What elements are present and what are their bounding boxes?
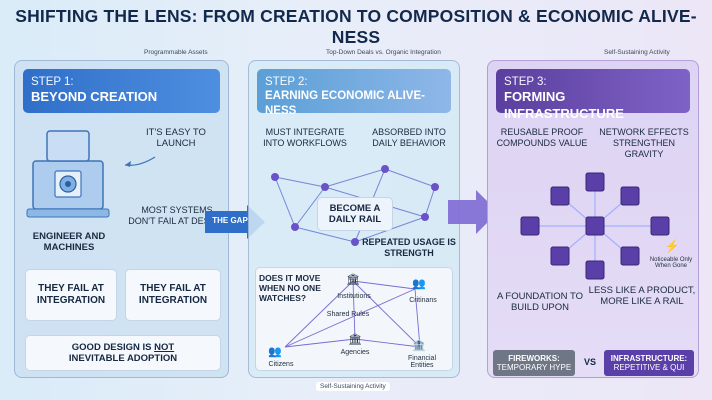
noticeable-text: Noticeable Only When Gone [649,257,693,269]
vs-label: VS [583,357,596,367]
tag-top-down-deals: Top-Down Deals vs. Organic Integration [326,49,441,56]
critinans-icon: 👥 [412,278,426,290]
infrastructure-title: INFRASTRUCTURE: [610,354,688,363]
step2-header: STEP 2: EARNING ECONOMIC ALIVE-NESS [257,69,451,117]
tag-programmable-assets: Programmable Assets [144,49,208,56]
step3-label: STEP 3: [504,76,547,88]
must-integrate-text: MUST INTEGRATE INTO WORKFLOWS [263,127,347,148]
infrastructure-box: INFRASTRUCTURE: REPETITIVE & QUI [604,350,694,376]
financial-icon: 🏦 [412,340,426,352]
institutions-icon: 🏛 [346,274,360,286]
good-design-text-c: INEVITABLE ADOPTION [68,353,178,364]
citizens-label: Citizens [268,361,294,368]
agencies-label: Agencies [340,349,370,356]
become-a-text: BECOME A [329,202,381,214]
network-effects-text: NETWORK EFFECTS STRENGTHEN GRAVITY [599,127,689,159]
agencies-icon: 🏛 [348,334,362,346]
systems-dont-fail-text: MOST SYSTEMS DON'T FAIL AT DESIGN [128,205,226,226]
step1-panel: STEP 1: BEYOND CREATION IT'S EASY TO LAU… [14,60,229,378]
step3-header: STEP 3: FORMING INFRASTRUCTURE [496,69,690,121]
institutions-label: Institutions [337,293,371,300]
move-question-text: DOES IT MOVE WHEN NO ONE WATCHES? [259,273,321,304]
cube-lattice [520,172,670,280]
step2-label: STEP 2: [265,76,308,88]
reusable-proof-text: REUSABLE PROOF COMPOUNDS VALUE [496,127,588,148]
daily-rail-text: DAILY RAIL [328,214,382,225]
page-title: SHIFTING THE LENS: FROM CREATION TO COMP… [15,6,697,47]
step2-panel: STEP 2: EARNING ECONOMIC ALIVE-NESS MUST… [248,60,460,378]
engineer-machines-text: ENGINEER AND MACHINES [32,231,106,254]
good-design-text-a: GOOD DESIGN IS [71,341,155,353]
step3-arrow [448,190,498,234]
step1-heading: BEYOND CREATION [31,89,158,105]
tag-self-sustaining: Self-Sustaining Activity [604,49,670,56]
citizens-icon: 👥 [268,346,282,358]
tag-self-sustaining-bottom: Self-Sustaining Activity [316,382,390,391]
step3-heading: FORMING INFRASTRUCTURE [504,89,624,121]
foundation-text: A FOUNDATION TO BUILD UPON [496,291,584,314]
repeated-usage-text: REPEATED USAGE IS STRENGTH [362,237,456,258]
arrow-left-icon [124,156,156,167]
fireworks-box: FIREWORKS: TEMPORARY HYPE [493,350,575,376]
fail-integration-box-2: THEY FAIL AT INTEGRATION [125,269,221,321]
less-product-text: LESS LIKE A PRODUCT, MORE LIKE A RAIL [588,285,696,308]
good-design-box: GOOD DESIGN IS NOT INEVITABLE ADOPTION [25,335,221,371]
step2-heading: EARNING ECONOMIC ALIVE-NESS [265,90,425,117]
easy-to-launch-text: IT'S EASY TO LAUNCH [146,127,206,150]
machine-icon [26,130,110,218]
ecosystem-lines [284,280,421,348]
gap-label: THE GAP [212,216,248,225]
fail-integration-box-1: THEY FAIL AT INTEGRATION [25,269,117,321]
financial-label: Financial Entities [407,355,436,369]
infrastructure-sub: REPETITIVE & QUI [613,363,685,373]
daily-rail-box: BECOME A DAILY RAIL [317,197,393,231]
fireworks-title: FIREWORKS: [508,354,560,363]
absorbed-text: ABSORBED INTO DAILY BEHAVIOR [372,127,446,148]
step1-header: STEP 1: BEYOND CREATION [23,69,220,113]
step1-label: STEP 1: [31,76,74,88]
lightning-icon: ⚡ [664,239,680,253]
critinans-label: Critinans [409,297,437,304]
fireworks-sub: TEMPORARY HYPE [496,363,572,373]
good-design-not: NOT [154,341,175,353]
shared-rules-label: Shared Rules [326,311,370,318]
step3-panel: STEP 3: FORMING INFRASTRUCTURE REUSABLE … [487,60,699,378]
network-graph [271,165,439,246]
